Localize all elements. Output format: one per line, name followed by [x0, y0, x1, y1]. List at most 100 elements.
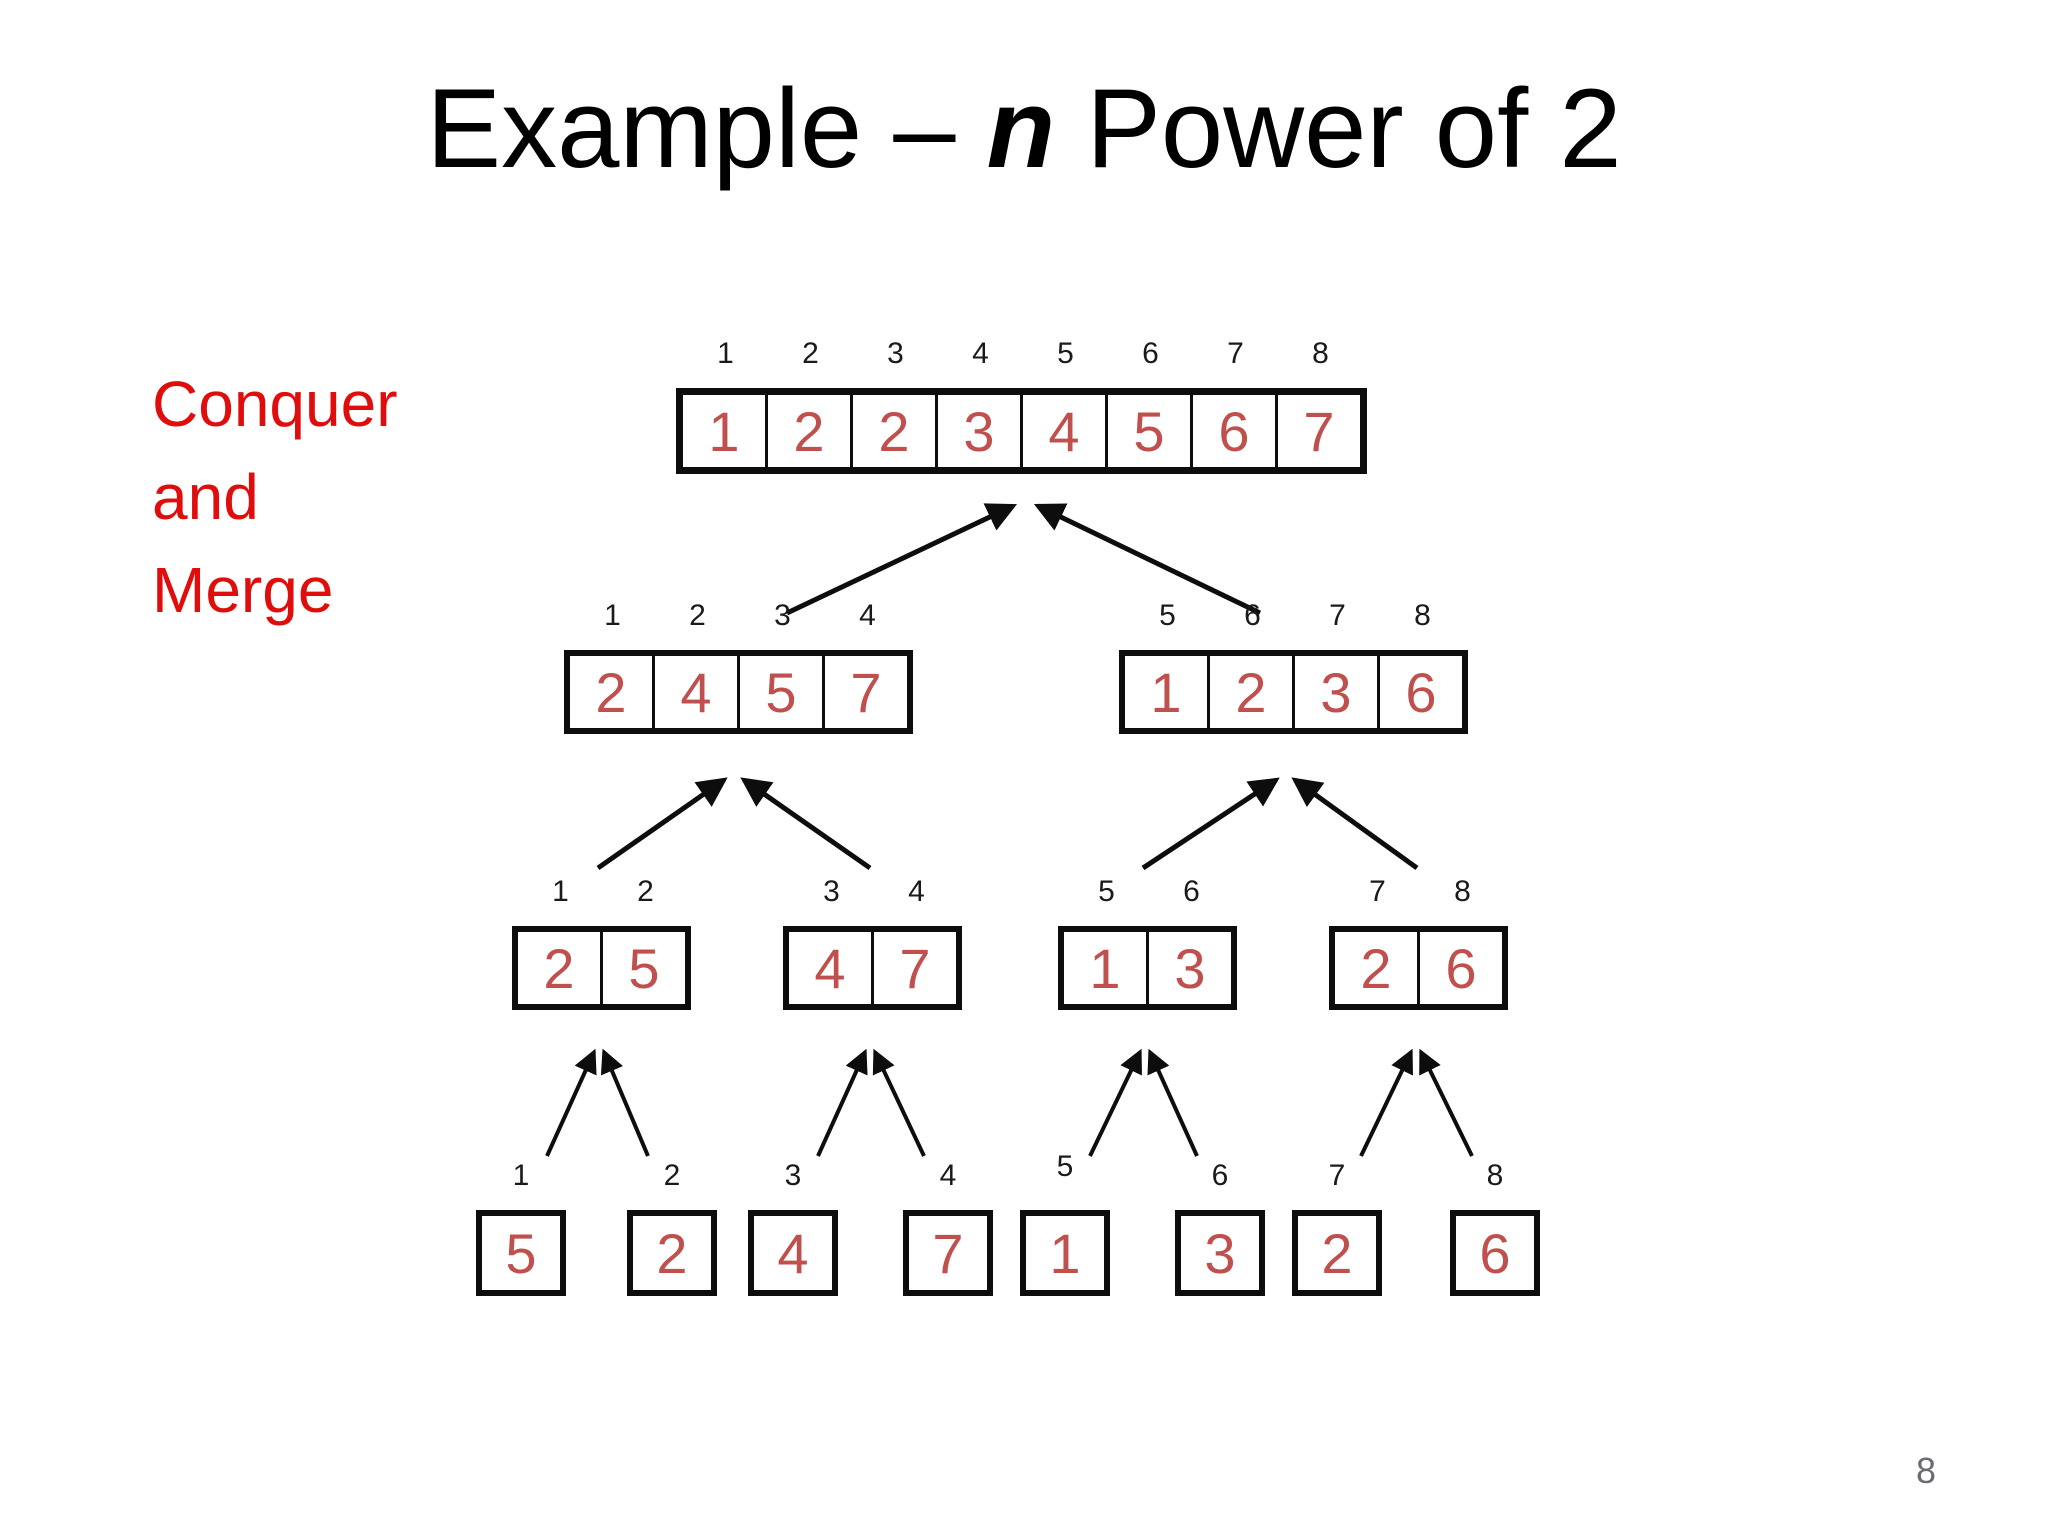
index-row-level2-left: 1 2 3 4: [564, 598, 913, 634]
array-cell: 7: [822, 656, 907, 728]
single-element-3: 3 4: [748, 1158, 838, 1296]
index-label: 1: [604, 599, 621, 632]
index-label: 8: [1486, 1159, 1504, 1192]
array-level3-pair3: 5 6 1 3: [1058, 874, 1237, 1010]
array-boxes: 2 6: [1329, 926, 1508, 1010]
array-cell: 7: [1275, 395, 1360, 467]
array-cell: 2: [1292, 1210, 1382, 1296]
index-label: 2: [663, 1159, 681, 1192]
index-row-level2-right: 5 6 7 8: [1119, 598, 1468, 634]
single-element-2: 2 2: [627, 1158, 717, 1296]
arrow-single1-to-pair1: [545, 1048, 597, 1157]
index-label: 3: [784, 1159, 802, 1192]
index-label: 3: [823, 875, 840, 908]
array-cell: 3: [1175, 1210, 1265, 1296]
array-level2-right: 5 6 7 8 1 2 3 6: [1119, 598, 1468, 734]
array-boxes: 4 7: [783, 926, 962, 1010]
single-element-5: 5 1: [1020, 1150, 1110, 1296]
single-element-4: 4 7: [903, 1158, 993, 1296]
arrow-single6-to-pair3: [1147, 1048, 1199, 1157]
index-label: 4: [972, 337, 989, 370]
arrow-single3-to-pair2: [816, 1048, 868, 1157]
array-cell: 5: [737, 656, 822, 728]
array-cell: 7: [871, 932, 956, 1004]
index-label: 2: [689, 599, 706, 632]
array-cell: 4: [1020, 395, 1105, 467]
array-level3-pair4: 7 8 2 6: [1329, 874, 1508, 1010]
array-cell: 6: [1377, 656, 1462, 728]
index-label: 7: [1227, 337, 1244, 370]
array-cell: 1: [1089, 936, 1121, 1000]
index-label: 5: [1159, 599, 1176, 632]
page-title: Example – n Power of 2: [0, 64, 2048, 193]
arrow-single2-to-pair1: [600, 1048, 650, 1157]
index-label: 2: [637, 875, 654, 908]
index-label: 3: [887, 337, 904, 370]
arrow-single7-to-pair4: [1359, 1048, 1413, 1157]
arrow-single8-to-pair4: [1419, 1048, 1474, 1157]
array-level3-pair1: 1 2 2 5: [512, 874, 691, 1010]
index-label: 8: [1414, 599, 1431, 632]
side-label-line-3: Merge: [152, 554, 334, 626]
index-label: 1: [552, 875, 569, 908]
array-cell: 1: [1150, 660, 1182, 724]
arrow-pair1-to-left-half: [596, 777, 728, 871]
array-cell: 2: [543, 936, 575, 1000]
array-boxes: 2 4 5 7: [564, 650, 913, 734]
index-label: 7: [1369, 875, 1386, 908]
array-cell: 2: [627, 1210, 717, 1296]
array-boxes: 2 5: [512, 926, 691, 1010]
index-row-pair2: 3 4: [783, 874, 962, 910]
index-label: 6: [1183, 875, 1200, 908]
side-label-line-2: and: [152, 461, 259, 533]
array-cell: 4: [652, 656, 737, 728]
array-cell: 1: [708, 399, 740, 463]
side-label-line-1: Conquer: [152, 368, 398, 440]
index-label: 5: [1056, 1150, 1074, 1183]
single-element-8: 8 6: [1450, 1158, 1540, 1296]
array-cell: 4: [748, 1210, 838, 1296]
index-label: 8: [1454, 875, 1471, 908]
array-cell: 2: [765, 395, 850, 467]
array-cell: 2: [850, 395, 935, 467]
index-label: 7: [1329, 599, 1346, 632]
array-cell: 6: [1190, 395, 1275, 467]
index-row-pair4: 7 8: [1329, 874, 1508, 910]
arrow-left-half-to-root: [785, 503, 1018, 616]
index-label: 6: [1211, 1159, 1229, 1192]
arrow-single4-to-pair2: [872, 1048, 926, 1157]
array-cell: 2: [1207, 656, 1292, 728]
index-row-level1: 1 2 3 4 5 6 7 8: [676, 336, 1367, 372]
title-suffix: Power of 2: [1055, 66, 1622, 191]
single-element-1: 1 5: [476, 1158, 566, 1296]
array-cell: 5: [600, 932, 685, 1004]
array-cell: 7: [903, 1210, 993, 1296]
array-boxes: 1 3: [1058, 926, 1237, 1010]
index-row-pair1: 1 2: [512, 874, 691, 910]
array-cell: 3: [935, 395, 1020, 467]
array-cell: 1: [1020, 1210, 1110, 1296]
index-label: 2: [802, 337, 819, 370]
array-cell: 6: [1450, 1210, 1540, 1296]
index-label: 1: [512, 1159, 530, 1192]
arrow-right-half-to-root: [1033, 503, 1262, 616]
conquer-and-merge-label: Conquer and Merge: [152, 358, 398, 637]
index-label: 4: [908, 875, 925, 908]
index-label: 5: [1098, 875, 1115, 908]
array-cell: 3: [1292, 656, 1377, 728]
array-boxes: 1 2 3 6: [1119, 650, 1468, 734]
arrow-pair2-to-left-half: [740, 777, 872, 871]
index-label: 6: [1244, 599, 1261, 632]
array-boxes: 1 2 2 3 4 5 6 7: [676, 388, 1367, 474]
index-label: 7: [1328, 1159, 1346, 1192]
arrow-pair4-to-right-half: [1291, 777, 1419, 871]
array-cell: 6: [1417, 932, 1502, 1004]
array-level2-left: 1 2 3 4 2 4 5 7: [564, 598, 913, 734]
arrow-pair3-to-right-half: [1141, 777, 1280, 871]
arrow-single5-to-pair3: [1088, 1048, 1142, 1157]
page-number: 8: [1915, 1450, 1936, 1491]
array-cell: 4: [814, 936, 846, 1000]
index-label: 3: [774, 599, 791, 632]
index-label: 1: [717, 337, 734, 370]
